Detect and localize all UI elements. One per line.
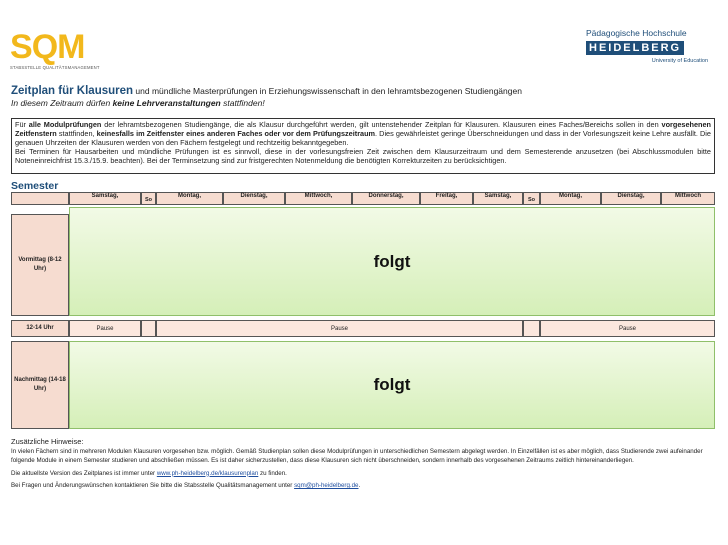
- subtitle-part-b: keine Lehrveranstaltungen: [112, 98, 221, 108]
- semester-label: Semester: [11, 180, 59, 192]
- notes-contact-line: Bei Fragen und Änderungswünschen kontakt…: [11, 481, 721, 491]
- day-header: Montag,: [156, 192, 223, 205]
- pause-cell: Pause: [156, 320, 523, 337]
- info-text: . Dies gewährleistet geringe Überschneid…: [15, 129, 711, 147]
- ph-logo-line2: HEIDELBERG: [586, 41, 685, 55]
- info-text: Für: [15, 120, 29, 129]
- afternoon-block: folgt: [69, 341, 715, 429]
- day-header: Dienstag,: [223, 192, 285, 205]
- day-header: So: [141, 192, 156, 205]
- pause-cell-empty: [141, 320, 156, 337]
- subtitle-part-c: stattfinden!: [220, 98, 265, 108]
- ph-logo-line1: Pädagogische Hochschule: [586, 28, 687, 38]
- sqm-logo-letters: SQM: [10, 28, 85, 66]
- notes-text: Bei Fragen und Änderungswünschen kontakt…: [11, 482, 295, 489]
- morning-block: folgt: [69, 207, 715, 316]
- row-label-morning: Vormittag (8-12 Uhr): [11, 214, 69, 316]
- page-subtitle: In diesem Zeitraum dürfen keine Lehrvera…: [11, 98, 265, 108]
- klausurenplan-link[interactable]: www.ph-heidelberg.de/klausurenplan: [156, 469, 259, 477]
- info-text-bold: alle Modulprüfungen: [28, 120, 102, 129]
- day-header: Samstag,: [473, 192, 523, 205]
- notes-heading: Zusätzliche Hinweise:: [11, 437, 84, 446]
- day-header: So: [523, 192, 540, 205]
- notes-paragraph: In vielen Fächern sind in mehreren Modul…: [11, 447, 703, 465]
- pause-cell: Pause: [69, 320, 141, 337]
- notes-text: .: [358, 482, 361, 489]
- day-header: Freitag,: [420, 192, 473, 205]
- info-text-bold: vorgesehenen Zeitfenstern: [15, 120, 711, 138]
- ph-heidelberg-logo: Pädagogische Hochschule HEIDELBERG Unive…: [586, 28, 716, 70]
- notes-text: zu finden.: [258, 469, 287, 477]
- info-text: stattfinden,: [56, 129, 97, 138]
- page-title-bold: Zeitplan für Klausuren: [11, 85, 134, 97]
- page-title: Zeitplan für Klausuren und mündliche Mas…: [11, 85, 721, 97]
- day-header: Dienstag,: [601, 192, 661, 205]
- sqm-logo: SQM STABSSTELLE QUALITÄTSMANAGEMENT: [10, 30, 110, 76]
- row-label-afternoon: Nachmittag (14-18 Uhr): [11, 341, 69, 429]
- sqm-logo-tagline: STABSSTELLE QUALITÄTSMANAGEMENT: [10, 65, 100, 70]
- info-text: Bei Terminen für Hausarbeiten und mündli…: [15, 147, 711, 165]
- notes-section: Zusätzliche Hinweise: In vielen Fächern …: [11, 437, 721, 491]
- sqm-email-link[interactable]: sqm@ph-heidelberg.de: [294, 482, 359, 489]
- info-text: der lehramtsbezogenen Studiengänge, die …: [101, 120, 662, 129]
- day-header: Montag,: [540, 192, 601, 205]
- pause-cell-empty: [523, 320, 540, 337]
- table-corner: [11, 192, 69, 205]
- info-box: Für alle Modulprüfungen der lehramtsbezo…: [11, 118, 715, 174]
- ph-logo-line3: University of Education: [651, 58, 708, 64]
- day-header: Mittwoch,: [285, 192, 352, 205]
- day-header: Donnerstag,: [352, 192, 420, 205]
- info-text-bold: keinesfalls im Zeitfenster eines anderen…: [96, 129, 376, 138]
- day-header: Mittwoch: [661, 192, 715, 205]
- notes-version-line: Die aktuellste Version des Zeitplanes is…: [11, 469, 721, 479]
- day-header: Samstag,: [69, 192, 141, 205]
- page-title-rest: und mündliche Masterprüfungen in Erziehu…: [133, 86, 522, 96]
- pause-cell: Pause: [540, 320, 715, 337]
- row-label-noon: 12-14 Uhr: [11, 320, 69, 337]
- notes-text: Die aktuellste Version des Zeitplanes is…: [11, 469, 157, 477]
- subtitle-part-a: In diesem Zeitraum dürfen: [11, 98, 113, 108]
